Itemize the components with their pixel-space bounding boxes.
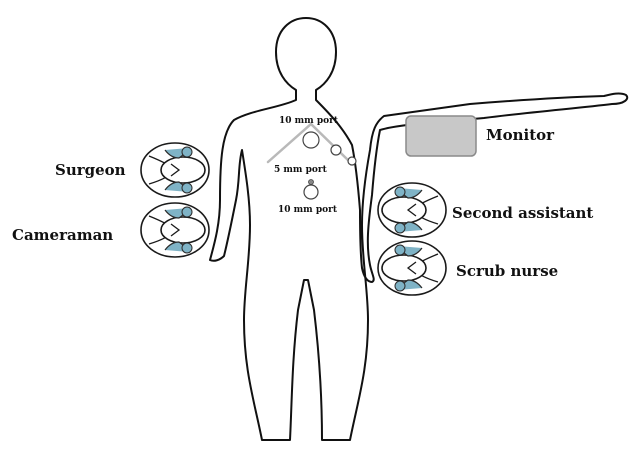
port-10mm-top-icon (303, 132, 319, 148)
monitor-icon (406, 116, 476, 156)
surgeon-person-icon (141, 143, 209, 197)
port-5mm-far-right-icon (348, 157, 356, 165)
cameraman-person-icon (141, 203, 209, 257)
monitor-label: Monitor (486, 126, 555, 144)
cameraman-label: Cameraman (12, 226, 113, 244)
port-10mm-bottom-icon (304, 185, 318, 199)
second-assistant-label: Second assistant (452, 204, 593, 222)
port-label-bottom: 10 mm port (278, 205, 338, 215)
surgeon-label: Surgeon (55, 161, 126, 179)
port-label-mid: 5 mm port (274, 165, 328, 175)
second-assistant-person-icon (378, 183, 446, 237)
port-small-center-icon (309, 180, 314, 185)
port-label-top: 10 mm port (279, 116, 339, 126)
scrub-nurse-label: Scrub nurse (456, 262, 558, 280)
port-5mm-right-icon (331, 145, 341, 155)
scrub-nurse-person-icon (378, 241, 446, 295)
